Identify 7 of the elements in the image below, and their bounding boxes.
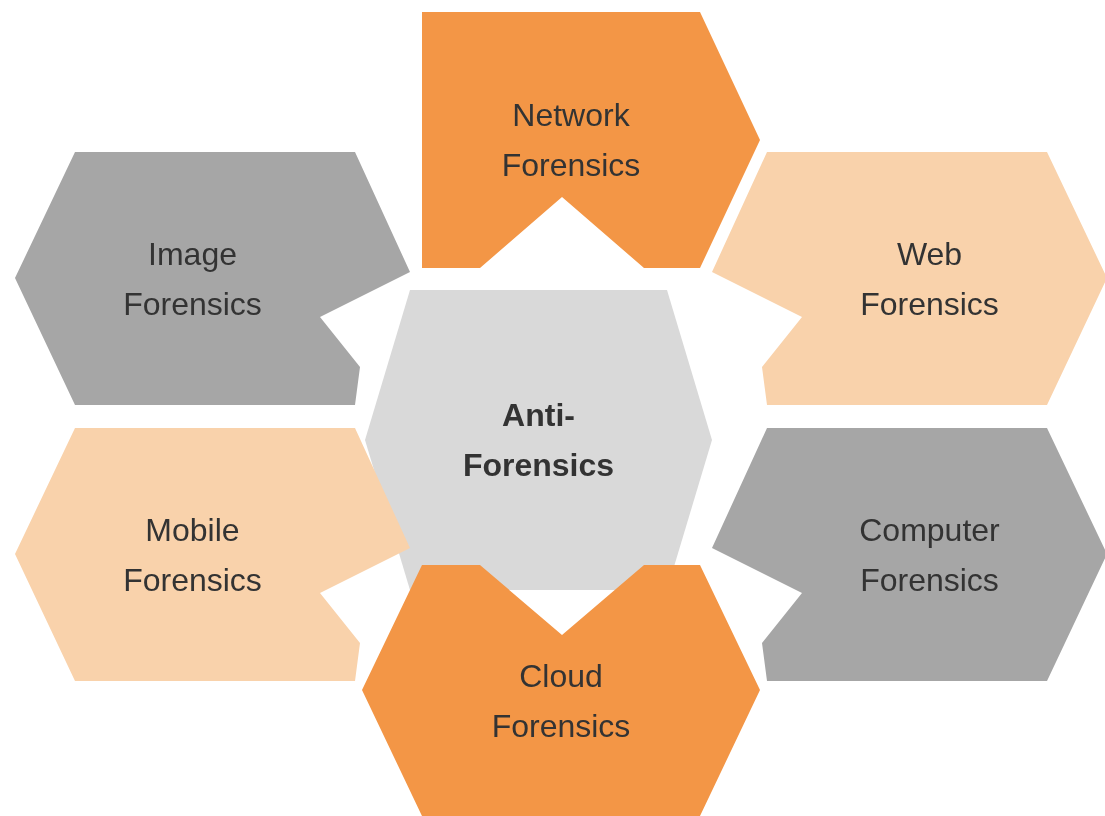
tile-label: Cloud Forensics: [490, 656, 632, 746]
tile-label: Web Forensics: [859, 234, 1000, 324]
tile-label: Computer Forensics: [858, 510, 1001, 600]
tile-label: Mobile Forensics: [122, 510, 263, 600]
tile-label: Network Forensics: [500, 96, 642, 185]
tile-label: Image Forensics: [122, 234, 263, 324]
tile-label: Anti-Forensics: [461, 396, 616, 485]
